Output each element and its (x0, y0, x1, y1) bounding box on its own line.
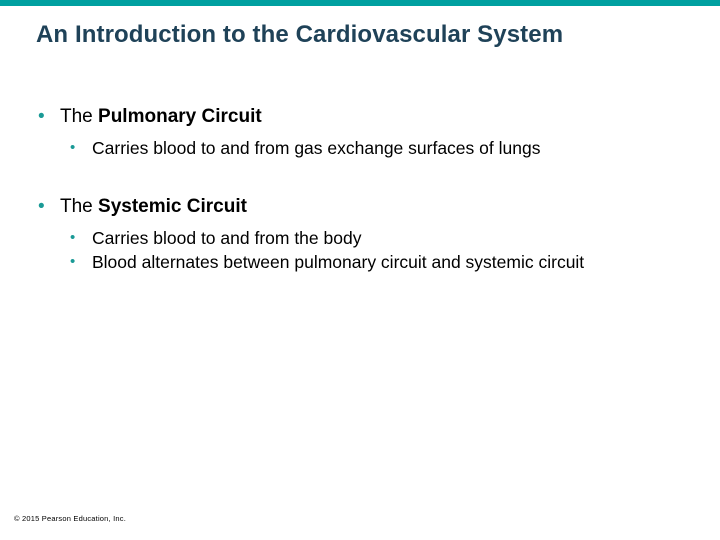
bullet-item-level2-text: Carries blood to and from gas exchange s… (92, 138, 541, 158)
bullet-item-level1-text: The Pulmonary Circuit (60, 106, 262, 127)
bullet-item-level2: • Carries blood to and from the body (0, 226, 720, 250)
bullet-point-icon: • (38, 106, 45, 127)
bullet-lead-plain: The (60, 106, 99, 127)
page-title: An Introduction to the Cardiovascular Sy… (36, 21, 564, 48)
top-accent-band (0, 0, 720, 6)
bullet-item-level1: • The Pulmonary Circuit (0, 104, 720, 130)
bullet-list-level2: • Carries blood to and from gas exchange… (0, 136, 720, 160)
bullet-item-level2: • Carries blood to and from gas exchange… (0, 136, 720, 160)
bullet-lead-bold: Systemic Circuit (98, 196, 247, 217)
bullet-point-sub-icon: • (70, 229, 76, 246)
bullet-group-pulmonary: • The Pulmonary Circuit • Carries blood … (0, 104, 720, 160)
bullet-lead-plain: The (60, 196, 99, 217)
bullet-item-level2-text: Blood alternates between pulmonary circu… (92, 252, 585, 272)
bullet-list-level2: • Carries blood to and from the body • B… (0, 226, 720, 274)
bullet-lead-bold: Pulmonary Circuit (98, 106, 262, 127)
bullet-list-level1: • The Pulmonary Circuit • Carries blood … (0, 104, 720, 274)
bullet-item-level2: • Blood alternates between pulmonary cir… (0, 250, 720, 274)
group-spacer (0, 168, 720, 194)
bullet-point-icon: • (38, 196, 45, 217)
bullet-point-sub-icon: • (70, 253, 76, 270)
bullet-group-systemic: • The Systemic Circuit • Carries blood t… (0, 194, 720, 274)
copyright-notice: © 2015 Pearson Education, Inc. (14, 514, 127, 523)
slide-body: • The Pulmonary Circuit • Carries blood … (0, 104, 720, 282)
bullet-item-level1-text: The Systemic Circuit (60, 196, 247, 217)
bullet-point-sub-icon: • (70, 139, 76, 156)
bullet-item-level2-text: Carries blood to and from the body (92, 228, 362, 248)
bullet-item-level1: • The Systemic Circuit (0, 194, 720, 220)
